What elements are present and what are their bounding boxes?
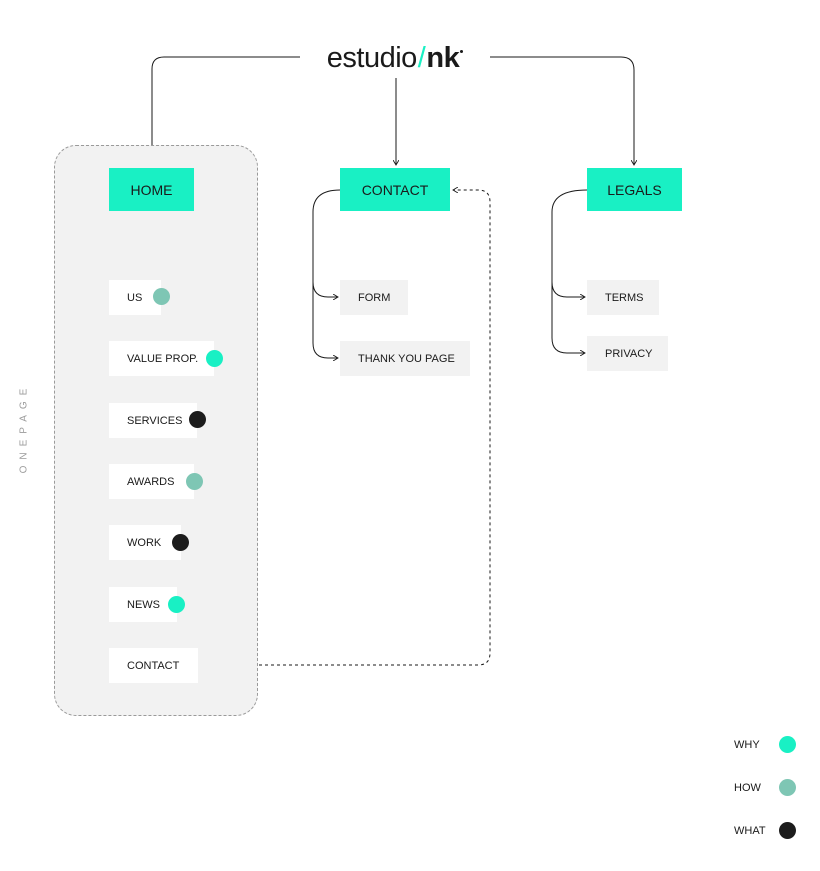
node-legals-terms: TERMS [587,280,659,315]
contact-trunk-line [312,189,341,358]
legend-what-dot [779,822,796,839]
logo: estudio/nk [300,38,490,78]
node-home-work: WORK [109,525,181,560]
legend-label-how: HOW [734,782,761,794]
node-contact-form: FORM [340,280,408,315]
logo-text-estudio: estudio [326,41,418,74]
contact-loop-line [199,190,491,666]
node-home-news: NEWS [109,587,177,622]
logo-to-home-line [152,56,300,165]
logo-dot [460,50,464,53]
logo-to-legals-line [490,56,634,165]
legend-label-why: WHY [734,739,760,751]
node-home-us: US [109,280,161,315]
node-home-contact: CONTACT [109,648,198,683]
logo-text-nk: nk [426,41,460,74]
onepage-label: ONEPAGE [18,382,30,474]
why-marker [168,596,185,613]
logo-slash: / [417,41,426,74]
why-marker [206,350,223,367]
legend-why-dot [779,736,796,753]
node-home-services: SERVICES [109,403,197,438]
legend-how-dot [779,779,796,796]
what-marker [172,534,189,551]
node-home-value-prop: VALUE PROP. [109,341,214,376]
how-marker [186,473,203,490]
how-marker [153,288,170,305]
node-home-awards: AWARDS [109,464,194,499]
node-legals: LEGALS [587,168,682,211]
node-contact: CONTACT [340,168,450,211]
node-contact-thank-you: THANK YOU PAGE [340,341,470,376]
legend-label-what: WHAT [734,825,766,837]
legals-trunk-line [551,189,588,353]
node-legals-privacy: PRIVACY [587,336,668,371]
node-home: HOME [109,168,194,211]
what-marker [189,411,206,428]
